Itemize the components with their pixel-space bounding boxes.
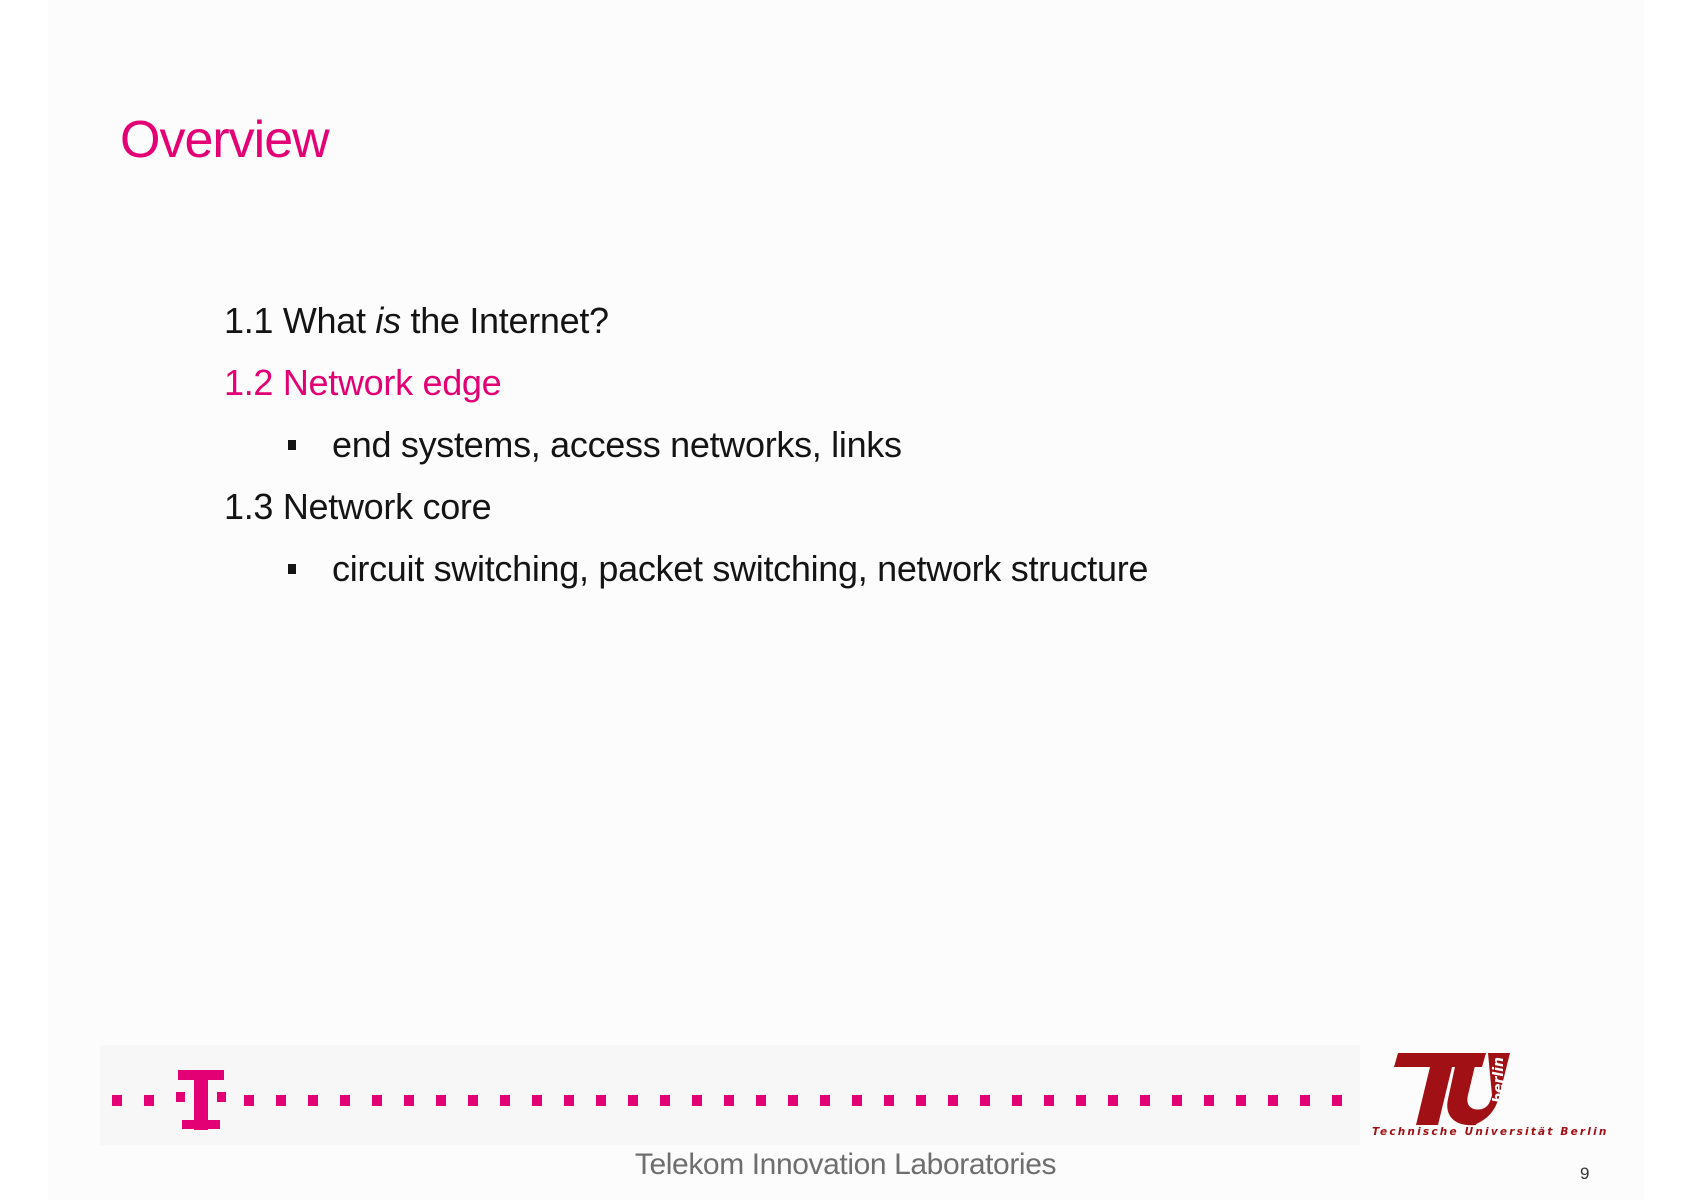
dot [1204,1095,1214,1106]
toc-number: 1.2 [224,362,274,403]
table-of-contents: 1.1 What is the Internet? 1.2 Network ed… [224,290,1148,600]
toc-text: Network core [282,486,492,527]
dot [1140,1095,1150,1106]
dot [340,1095,350,1106]
dot [564,1095,574,1106]
dot [112,1095,122,1106]
toc-subitem: end systems, access networks, links [224,414,1148,476]
toc-number: 1.1 [224,300,274,341]
dot [308,1095,318,1106]
dot [1108,1095,1118,1106]
bullet-square-icon [288,564,296,574]
toc-item-1-1: 1.1 What is the Internet? [224,290,1148,352]
dot [372,1095,382,1106]
dot [788,1095,798,1106]
toc-number: 1.3 [224,486,274,527]
dot [244,1095,254,1106]
dot [852,1095,862,1106]
dot [532,1095,542,1106]
dot [628,1095,638,1106]
dot [144,1095,154,1106]
toc-text: What [282,300,366,341]
dot [1172,1095,1182,1106]
dot [276,1095,286,1106]
dot [468,1095,478,1106]
dot [500,1095,510,1106]
dotted-line-left [112,1095,154,1107]
dot [916,1095,926,1106]
lab-name: Telekom Innovation Laboratories [634,1148,1057,1181]
dot [756,1095,766,1106]
telekom-t-icon [176,1070,226,1130]
toc-text: the Internet? [410,300,610,341]
tu-berlin-logo: berlin [1394,1053,1510,1126]
dot [404,1095,414,1106]
dot [660,1095,670,1106]
university-caption: Technische Universität Berlin [1372,1126,1609,1138]
slide-title: Overview [120,111,330,169]
svg-text:berlin: berlin [1491,1057,1507,1103]
dot [1076,1095,1086,1106]
page-number: 9 [1580,1164,1590,1183]
toc-item-1-2: 1.2 Network edge [224,352,1148,414]
dot [820,1095,830,1106]
dotted-line-right [244,1095,1342,1107]
toc-text: Network edge [282,362,502,403]
dot [1236,1095,1246,1106]
dot [948,1095,958,1106]
dot [436,1095,446,1106]
dot [1332,1095,1342,1106]
dot [884,1095,894,1106]
dot [1300,1095,1310,1106]
dot [1044,1095,1054,1106]
toc-subitem-text: circuit switching, packet switching, net… [332,548,1149,589]
dot [980,1095,990,1106]
dot [596,1095,606,1106]
dot [724,1095,734,1106]
toc-subitem: circuit switching, packet switching, net… [224,538,1148,600]
toc-subitem-text: end systems, access networks, links [332,424,902,465]
dot [692,1095,702,1106]
toc-item-1-3: 1.3 Network core [224,476,1148,538]
slide [48,0,1644,1200]
toc-emphasis: is [375,300,401,341]
dot [1012,1095,1022,1106]
dot [1268,1095,1278,1106]
bullet-square-icon [288,440,296,450]
